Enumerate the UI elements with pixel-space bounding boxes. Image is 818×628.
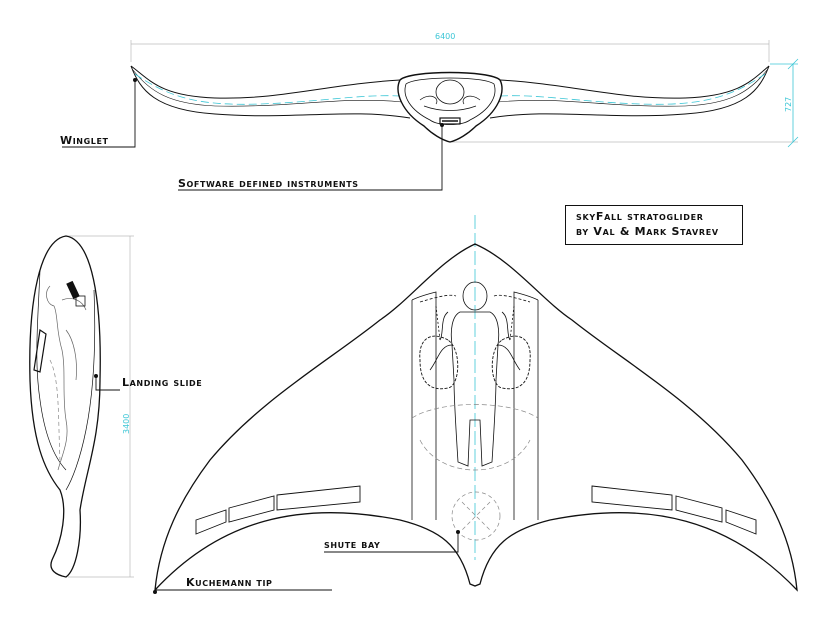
instruments-leader [178,125,443,191]
left-elevons [195,485,361,535]
top-view [153,215,798,594]
landing-slide-label: Landing slide [122,376,203,389]
front-wing-lower [130,65,770,119]
front-wing-upper [130,65,770,99]
length-dimension: 3400 [122,413,131,434]
landing-slide-leader [95,376,120,391]
shute-bay-label: shute bay [324,538,381,551]
side-pilot [46,285,87,471]
top-fuselage-bay [411,291,539,520]
instrument-panel [439,117,461,125]
winglet-label: Winglet [60,134,109,147]
title-line-2: by Val & Mark Stavrev [576,225,719,238]
front-view [62,40,799,191]
shute-bay-leader [324,532,459,553]
top-pilot [429,281,521,467]
chute-bay-outline [451,491,501,541]
span-dimension: 6400 [435,32,456,41]
side-view [29,235,134,578]
title-line-1: skyFall stratoglider [576,210,704,223]
side-hull [29,235,101,578]
right-elevons [591,485,757,535]
top-wing-outline [154,243,798,592]
winglet-leader [62,80,136,148]
front-fuselage [397,71,503,143]
height-dimension: 727 [784,96,793,112]
instruments-label: Software defined instruments [178,177,359,190]
kuchemann-tip-label: Kuchemann tip [186,576,273,589]
title-block: skyFall stratoglider by Val & Mark Stavr… [565,205,743,245]
